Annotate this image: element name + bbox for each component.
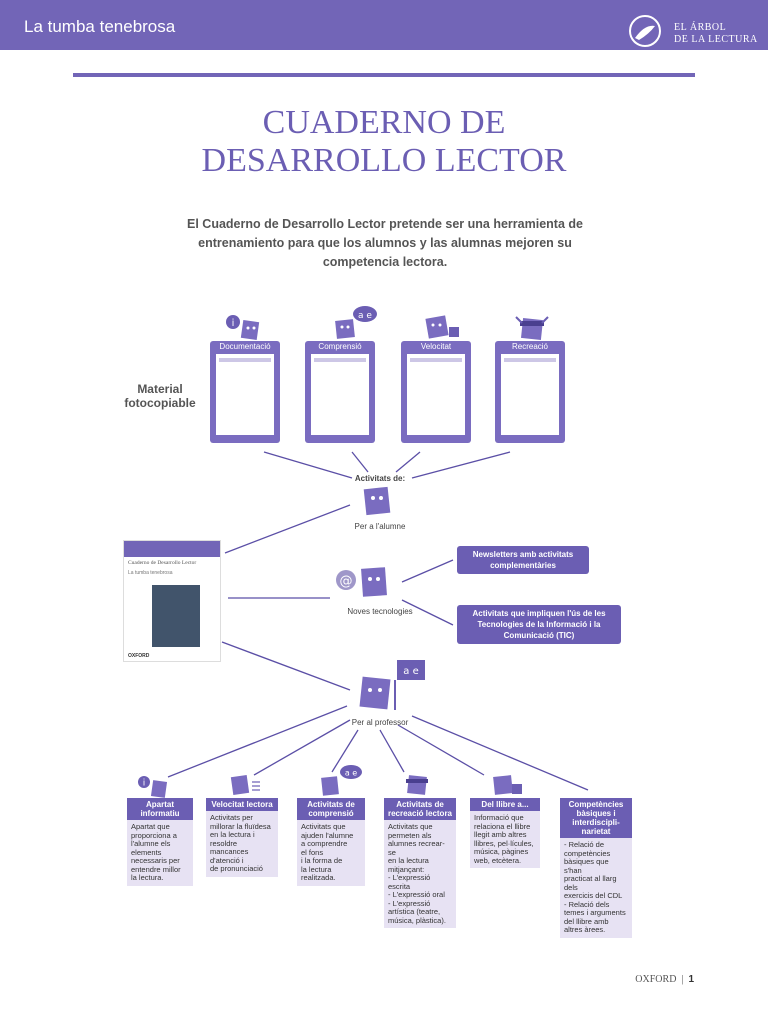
noves-tecnologies-character-icon: @ (336, 567, 387, 597)
column-del-llibre: Del llibre a...Informació que relaciona … (470, 798, 540, 868)
header-bar (0, 0, 768, 50)
recreacio-character-icon (515, 316, 549, 340)
velocitat-character-icon (425, 315, 459, 339)
doc-comprensio: Comprensió (305, 341, 375, 443)
tic-box: Activitats que impliquen l'ús de les Tec… (457, 605, 621, 644)
comprensio-small-character-icon: a e (321, 765, 362, 796)
header-title: La tumba tenebrosa (24, 17, 176, 36)
column-competencies-basiques: Competències bàsiques i interdiscipli-na… (560, 798, 632, 938)
doc-recreacio: Recreació (495, 341, 565, 443)
top-rule (73, 73, 695, 77)
recreacio-small-character-icon (406, 775, 428, 795)
intro-text: El Cuaderno de Desarrollo Lector pretend… (187, 217, 583, 269)
info-character-icon: i (226, 315, 260, 341)
info-small-character-icon: i (138, 776, 168, 798)
comprension-character-icon: a e (335, 306, 377, 339)
doc-velocitat: Velocitat (401, 341, 471, 443)
llibre-small-character-icon (493, 775, 522, 795)
cover-image: Cuaderno de Desarrollo Lector La tumba t… (123, 540, 221, 662)
tree-logo-icon (629, 15, 661, 47)
svg-text:i: i (232, 318, 235, 329)
svg-text:i: i (143, 779, 146, 789)
svg-text:a e: a e (345, 769, 357, 778)
alumne-character-icon (363, 486, 391, 516)
professor-character-icon: a e (359, 660, 425, 710)
svg-text:a e: a e (358, 311, 372, 321)
activitats-de-label: Activitats de: (354, 474, 406, 483)
newsletters-box: Newsletters amb activitats complementàri… (457, 546, 589, 574)
per-alumne-label: Per a l'alumne (354, 522, 406, 531)
svg-text:@: @ (340, 574, 353, 589)
per-professor-label: Per al professor (351, 718, 409, 727)
svg-text:a e: a e (403, 666, 418, 677)
noves-tecnologies-label: Noves tecnologies (347, 607, 413, 616)
velocitat-small-character-icon (230, 774, 260, 796)
doc-documentacio: Documentació (210, 341, 280, 443)
footer: OXFORD | 1 (635, 974, 694, 985)
